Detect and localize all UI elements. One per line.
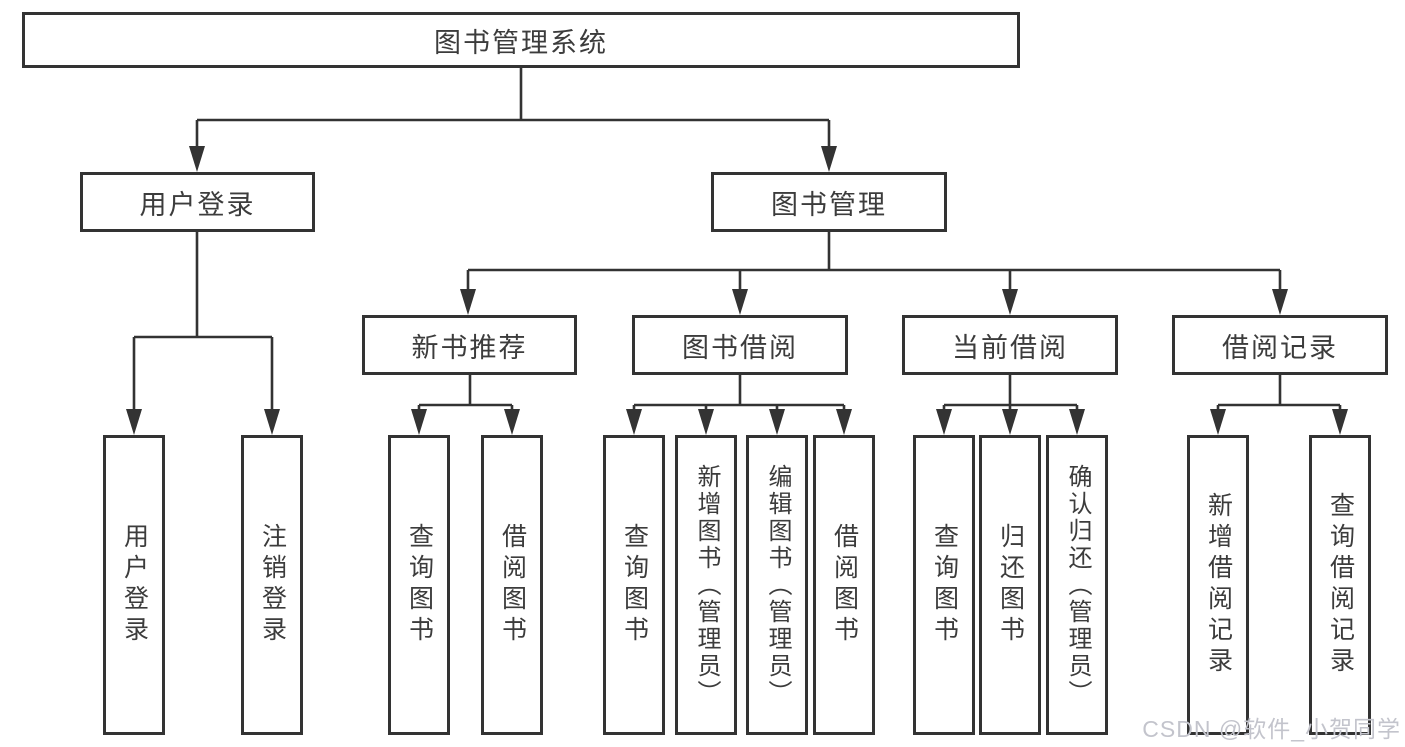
node-label: 查询图书 [405, 523, 434, 647]
node-label: 图书借阅 [682, 332, 798, 363]
node-label: 新增图书（管理员） [693, 463, 720, 707]
node-label: 借阅图书 [498, 523, 527, 647]
csdn-watermark: CSDN @软件_小贺同学 [1142, 716, 1401, 742]
node-label: 借阅图书 [830, 523, 859, 647]
node-book-borrow: 图书借阅 [632, 315, 848, 375]
node-label: 图书管理系统 [434, 27, 608, 58]
node-label: 编辑图书（管理员） [764, 463, 791, 707]
leaf-return-books: 归还图书 [979, 435, 1041, 735]
node-user-login-branch: 用户登录 [80, 172, 315, 232]
node-label: 注销登录 [258, 523, 287, 647]
leaf-user-login: 用户登录 [103, 435, 165, 735]
node-borrow-record: 借阅记录 [1172, 315, 1388, 375]
leaf-borrow-books-2: 借阅图书 [813, 435, 875, 735]
leaf-add-books-admin: 新增图书（管理员） [675, 435, 737, 735]
node-label: 新书推荐 [411, 332, 528, 363]
node-library-management-system: 图书管理系统 [22, 12, 1020, 68]
node-label: 用户登录 [139, 189, 256, 220]
node-book-management-branch: 图书管理 [711, 172, 947, 232]
node-label: 确认归还（管理员） [1064, 463, 1091, 707]
leaf-edit-books-admin: 编辑图书（管理员） [746, 435, 808, 735]
node-label: 查询图书 [620, 523, 649, 647]
leaf-logout: 注销登录 [241, 435, 303, 735]
node-label: 图书管理 [771, 189, 887, 220]
node-label: 归还图书 [996, 523, 1025, 647]
leaf-add-borrow-record: 新增借阅记录 [1187, 435, 1249, 735]
leaf-borrow-books: 借阅图书 [481, 435, 543, 735]
leaf-query-books: 查询图书 [388, 435, 450, 735]
leaf-query-books-3: 查询图书 [913, 435, 975, 735]
leaf-query-borrow-record: 查询借阅记录 [1309, 435, 1371, 735]
node-new-book-recommend: 新书推荐 [362, 315, 577, 375]
leaf-query-books-2: 查询图书 [603, 435, 665, 735]
node-label: 当前借阅 [952, 332, 1068, 363]
node-label: 新增借阅记录 [1204, 492, 1233, 678]
node-current-borrow: 当前借阅 [902, 315, 1118, 375]
node-label: 查询图书 [930, 523, 959, 647]
arrowheads [126, 146, 1348, 435]
node-label: 用户登录 [120, 523, 149, 647]
leaf-confirm-return-admin: 确认归还（管理员） [1046, 435, 1108, 735]
node-label: 查询借阅记录 [1326, 492, 1355, 678]
node-label: 借阅记录 [1222, 332, 1338, 363]
